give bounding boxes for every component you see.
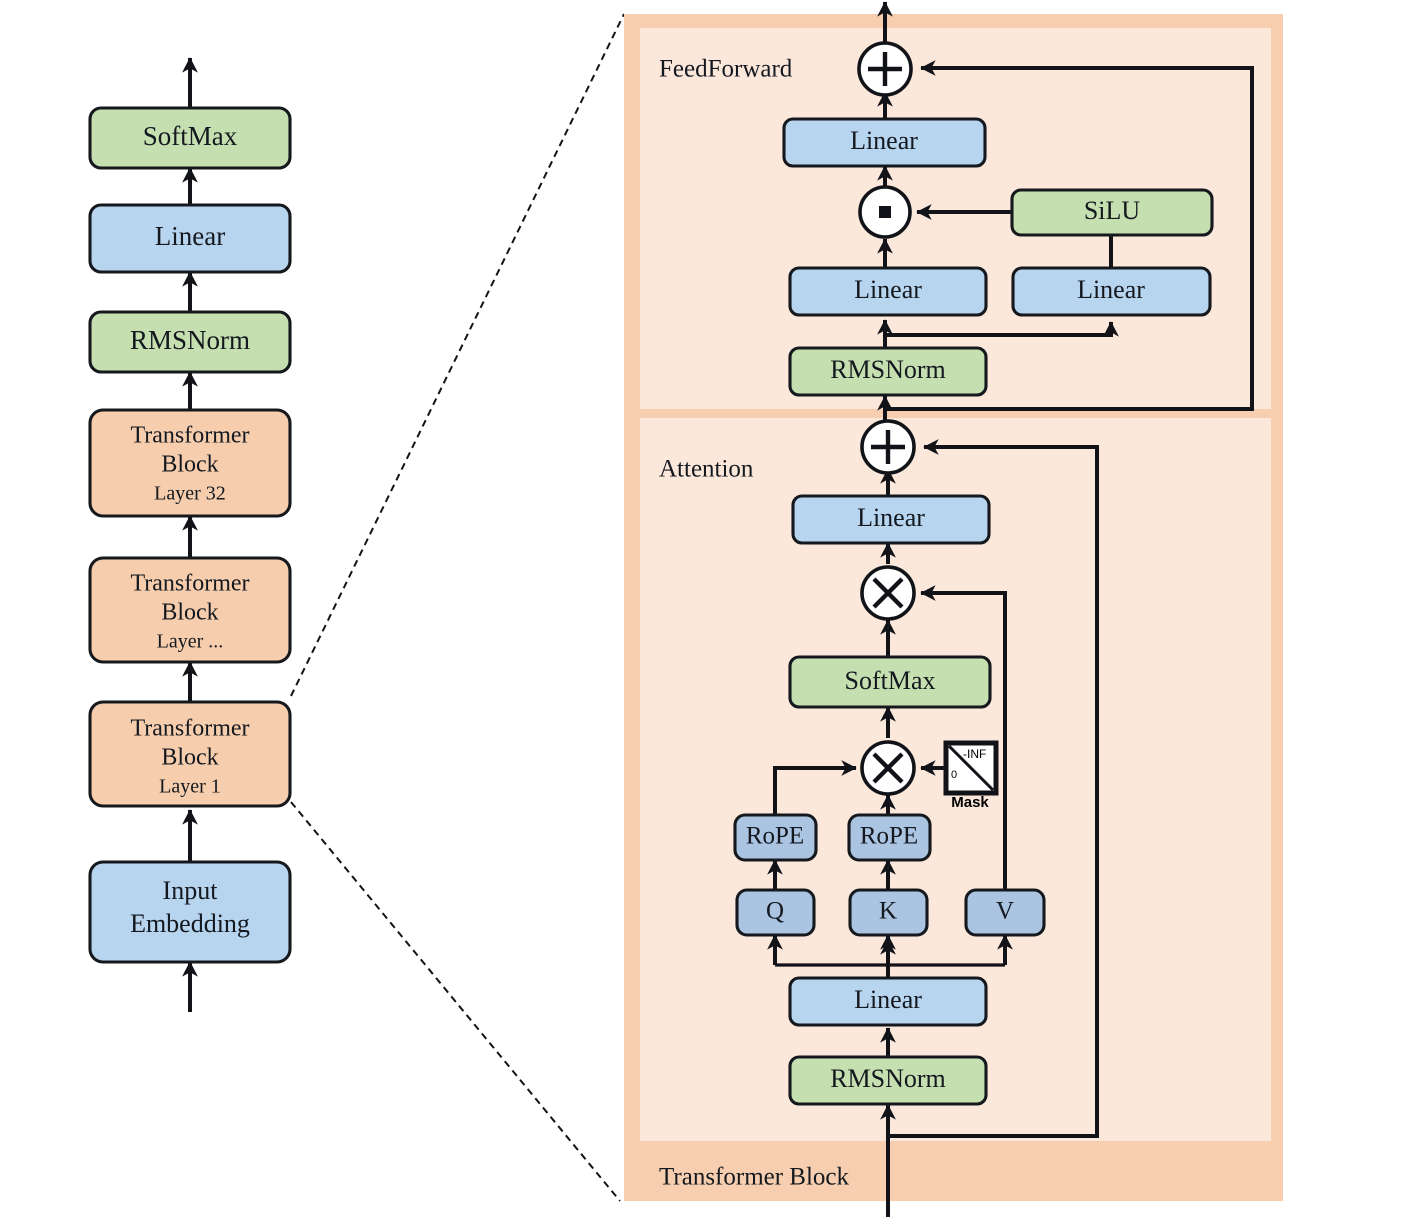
callout-line-top — [290, 13, 625, 697]
att-rope-q-label: RoPE — [746, 823, 804, 850]
att-softmax[interactable]: SoftMax — [788, 655, 992, 709]
node-transformer-block-1[interactable]: Transformer Block Layer 1 — [88, 700, 292, 808]
mask-upper-value: -INF — [963, 747, 986, 761]
node-transformer-block-32[interactable]: Transformer Block Layer 32 — [88, 408, 292, 518]
node-softmax[interactable]: SoftMax — [88, 106, 292, 170]
ff-linear-3[interactable]: Linear — [782, 117, 987, 168]
node-tb1-label-line2: Block — [161, 745, 218, 771]
attention-nodes: Linear SoftMax 0 -INF Mask RoPE — [733, 419, 1046, 1106]
callout-connectors — [290, 13, 625, 1202]
att-rmsnorm-label: RMSNorm — [830, 1064, 946, 1093]
feedforward-nodes: Linear SiLU Linear Linear RMSNorm — [782, 41, 1214, 397]
ff-rmsnorm-label: RMSNorm — [830, 355, 946, 384]
node-embed-label-line2: Embedding — [130, 909, 250, 938]
node-tb32-sublabel: Layer 32 — [154, 483, 226, 505]
node-tb1-label-line1: Transformer — [130, 716, 249, 742]
ff-linear-2[interactable]: Linear — [1011, 266, 1212, 317]
att-q-label: Q — [766, 898, 784, 925]
panel-outer-label: Transformer Block — [659, 1164, 850, 1191]
mask-caption: Mask — [951, 794, 989, 811]
node-tb1-sublabel: Layer 1 — [159, 776, 221, 798]
att-rmsnorm[interactable]: RMSNorm — [788, 1055, 988, 1106]
att-k-label: K — [879, 898, 897, 925]
ff-linear-2-label: Linear — [1077, 275, 1145, 304]
node-tbdots-label-line2: Block — [161, 600, 218, 626]
node-tb32-label-line2: Block — [161, 452, 218, 478]
ff-linear-1[interactable]: Linear — [788, 266, 988, 317]
node-rmsnorm-label: RMSNorm — [130, 325, 250, 355]
att-matmul-2-op[interactable] — [860, 565, 916, 621]
att-linear-out[interactable]: Linear — [791, 494, 991, 545]
node-linear[interactable]: Linear — [88, 203, 292, 274]
att-linear-out-label: Linear — [857, 503, 925, 532]
node-tbdots-label-line1: Transformer — [130, 571, 249, 597]
callout-line-bottom — [290, 801, 621, 1202]
ff-mul-op[interactable] — [858, 185, 912, 239]
att-softmax-label: SoftMax — [845, 666, 936, 695]
node-embed-label-line1: Input — [163, 876, 219, 905]
node-softmax-label: SoftMax — [143, 121, 238, 151]
ff-silu[interactable]: SiLU — [1010, 188, 1214, 237]
ff-linear-1-label: Linear — [854, 275, 922, 304]
attention-wires — [767, 439, 1099, 1217]
node-tb32-label-line1: Transformer — [130, 423, 249, 449]
node-transformer-block-dots[interactable]: Transformer Block Layer ... — [88, 556, 292, 664]
att-add-op[interactable] — [860, 419, 916, 475]
ff-silu-label: SiLU — [1084, 196, 1141, 225]
att-linear-qkv[interactable]: Linear — [788, 976, 988, 1027]
ff-rmsnorm[interactable]: RMSNorm — [788, 346, 988, 397]
att-k[interactable]: K — [848, 888, 929, 937]
ff-linear-3-label: Linear — [850, 126, 918, 155]
node-rmsnorm[interactable]: RMSNorm — [88, 310, 292, 374]
att-matmul-1-op[interactable] — [860, 740, 916, 796]
ff-dot-glyph — [879, 206, 891, 218]
att-v-label: V — [996, 898, 1014, 925]
left-stack: SoftMax Linear RMSNorm Transformer Block… — [88, 106, 292, 964]
att-rope-k[interactable]: RoPE — [847, 813, 932, 862]
att-rope-q[interactable]: RoPE — [733, 813, 818, 862]
att-rope-k-label: RoPE — [860, 823, 918, 850]
node-linear-label: Linear — [155, 221, 225, 251]
mask-icon[interactable]: 0 -INF Mask — [943, 740, 999, 811]
att-v[interactable]: V — [964, 888, 1046, 937]
att-linear-qkv-label: Linear — [854, 985, 922, 1014]
ff-add-op[interactable] — [857, 41, 913, 97]
node-input-embedding[interactable]: Input Embedding — [88, 860, 292, 964]
node-tbdots-sublabel: Layer ... — [157, 631, 224, 653]
mask-lower-value: 0 — [951, 769, 957, 781]
att-q[interactable]: Q — [735, 888, 816, 937]
section-label-attention: Attention — [659, 456, 754, 483]
section-label-feedforward: FeedForward — [659, 56, 793, 83]
